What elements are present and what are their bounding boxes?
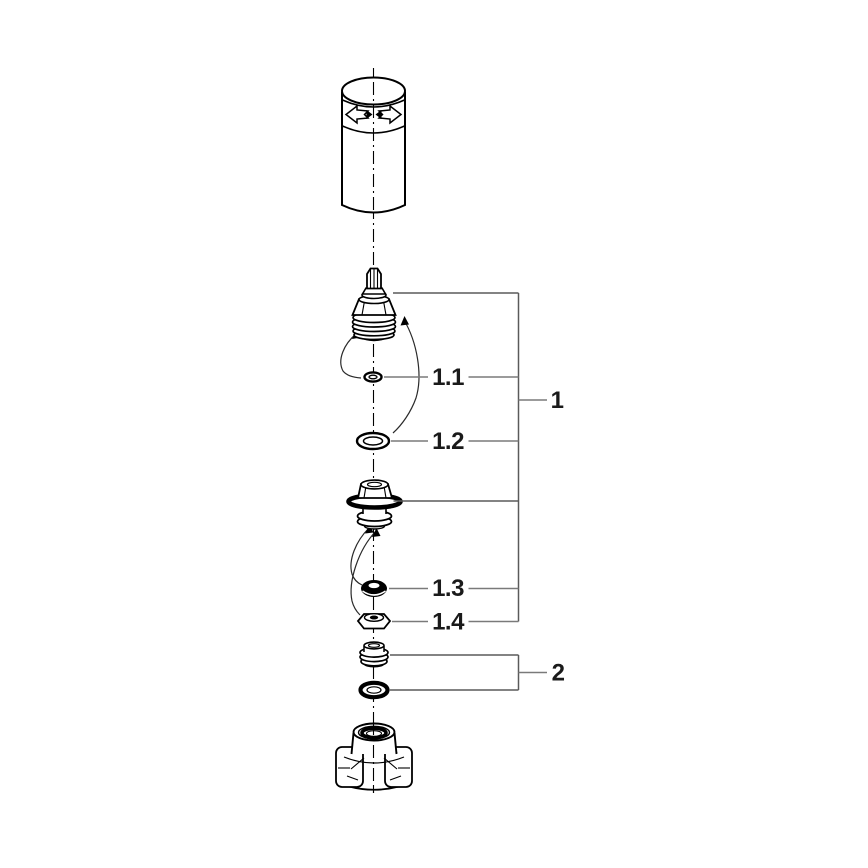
- valve-cartridge: [351, 267, 397, 342]
- label-item-1-3: 1.3: [432, 575, 464, 602]
- arc-arrowhead: [400, 316, 409, 326]
- fit-arc-bushing-to-nut-1-4: [350, 528, 381, 616]
- o-ring-1-2: [355, 431, 391, 451]
- bracket-group-2: 2: [389, 654, 565, 691]
- bowtie-left-icon: [366, 110, 373, 119]
- hex-nut-1-4: [356, 613, 392, 630]
- left-arrow-icon: [344, 104, 370, 125]
- o-ring-1-1: [363, 371, 383, 383]
- label-item-1-4: 1.4: [432, 609, 465, 636]
- arc-arrowhead: [372, 528, 381, 537]
- o-ring-2: [358, 680, 390, 700]
- right-port-flange: [384, 746, 413, 788]
- screw-plug: [359, 641, 389, 668]
- bracket-group-1: 1.1 1.2 1.3 1.4 1: [384, 292, 564, 636]
- left-port-flange: [335, 746, 364, 788]
- label-group-1: 1: [551, 387, 564, 414]
- fit-arc-bushing-to-seal-1-3: [350, 524, 374, 586]
- label-item-1-1: 1.1: [432, 364, 464, 391]
- rotation-arrows-icon: [344, 104, 403, 125]
- bowtie-right-icon: [375, 110, 382, 119]
- spindle-bushing: [346, 479, 403, 530]
- label-item-1-2: 1.2: [432, 428, 464, 455]
- seal-washer-1-3: [361, 580, 387, 597]
- fit-arc-cartridge-to-oring-1-2: [392, 316, 420, 434]
- label-group-2: 2: [552, 660, 565, 687]
